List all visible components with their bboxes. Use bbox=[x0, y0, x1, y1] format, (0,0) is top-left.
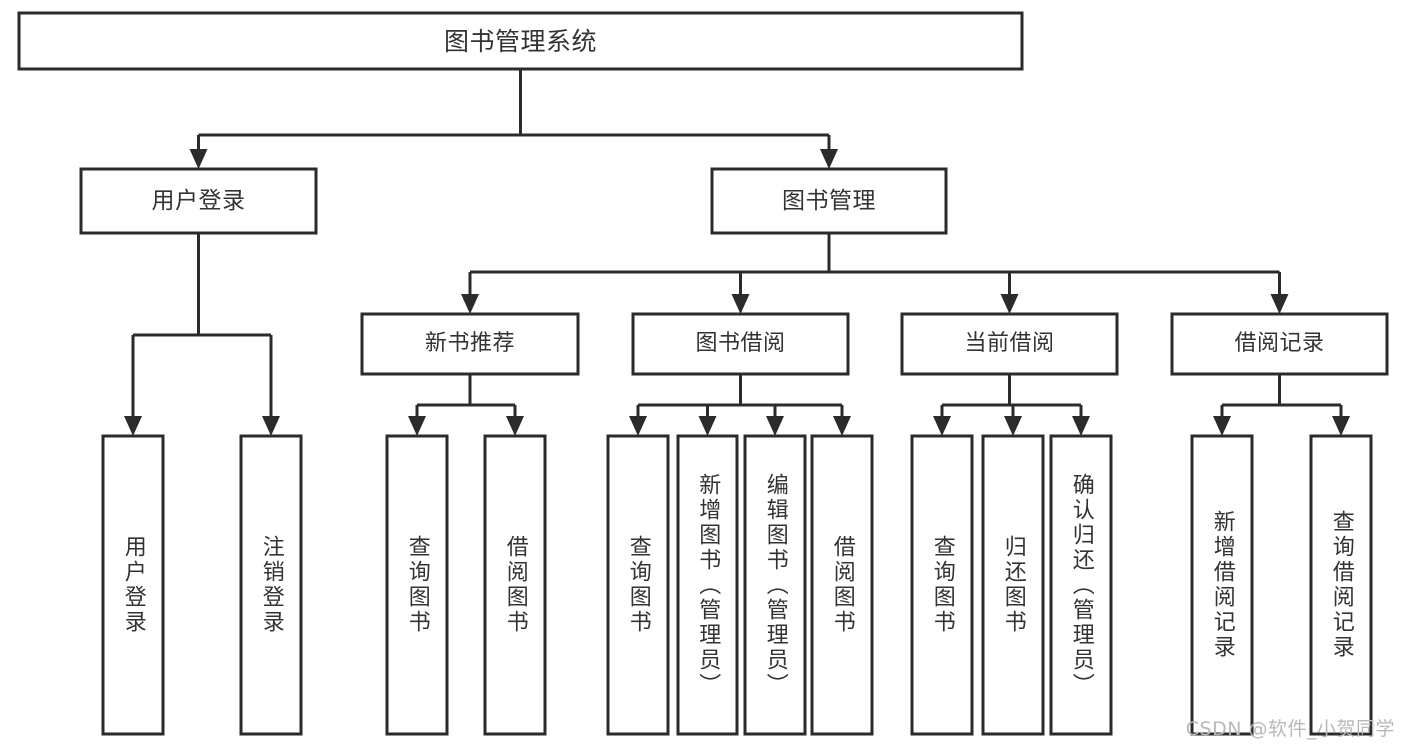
leaf-node-box bbox=[385, 434, 449, 736]
arrow-head-icon bbox=[506, 416, 524, 436]
arrow-head-icon bbox=[1072, 416, 1090, 436]
arrow-head-icon bbox=[124, 416, 142, 436]
box-layer bbox=[17, 11, 1389, 736]
leaf-node-box bbox=[676, 434, 739, 736]
leaf-node-box bbox=[606, 434, 670, 736]
arrow-head-icon bbox=[833, 416, 851, 436]
arrow-head-icon bbox=[698, 416, 717, 436]
leaf-node-box bbox=[743, 434, 807, 736]
leaf-node-box bbox=[101, 434, 165, 736]
arrow-head-icon bbox=[1332, 416, 1350, 436]
level1-node-box bbox=[710, 167, 948, 235]
level2-node-box bbox=[360, 312, 580, 376]
arrow-head-icon bbox=[933, 416, 951, 436]
arrow-head-icon bbox=[766, 416, 784, 436]
leaf-node-box bbox=[1049, 434, 1113, 736]
leaf-node-box bbox=[483, 434, 547, 736]
leaf-node-box bbox=[1309, 434, 1373, 736]
connector-layer bbox=[124, 69, 1350, 436]
leaf-node-box bbox=[981, 434, 1045, 736]
arrow-head-icon bbox=[1000, 294, 1019, 314]
arrow-head-icon bbox=[1213, 416, 1231, 436]
csdn-watermark: CSDN @软件_小贺同学 bbox=[1185, 718, 1395, 740]
level2-node-box bbox=[1170, 312, 1389, 376]
level1-node-box bbox=[79, 167, 318, 235]
arrow-head-icon bbox=[189, 149, 208, 169]
arrow-head-icon bbox=[1270, 294, 1289, 314]
arrow-head-icon bbox=[461, 294, 479, 314]
arrow-head-icon bbox=[1004, 416, 1022, 436]
arrow-head-icon bbox=[731, 294, 750, 314]
leaf-node-box bbox=[239, 434, 303, 736]
arrow-head-icon bbox=[408, 416, 426, 436]
arrow-head-icon bbox=[820, 149, 838, 169]
leaf-node-box bbox=[810, 434, 874, 736]
arrow-head-icon bbox=[262, 416, 280, 436]
level2-node-box bbox=[900, 312, 1119, 376]
root-node-box bbox=[17, 11, 1024, 71]
leaf-node-box bbox=[910, 434, 974, 736]
arrow-head-icon bbox=[629, 416, 647, 436]
leaf-node-box bbox=[1190, 434, 1254, 736]
level2-node-box bbox=[631, 312, 850, 376]
